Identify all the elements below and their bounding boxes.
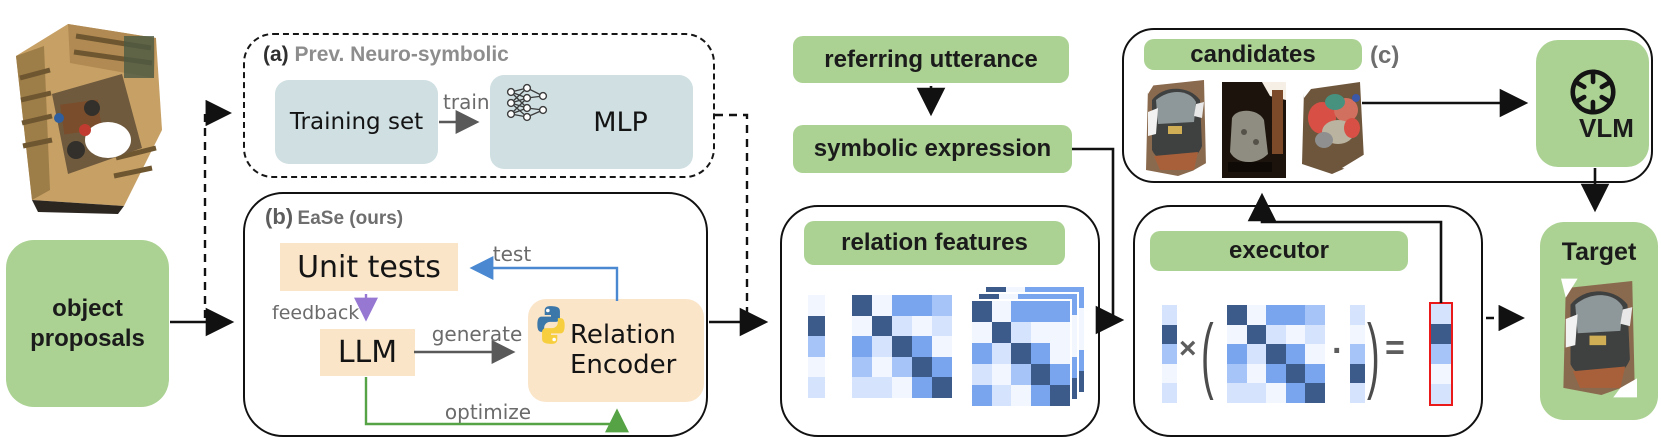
- panel-b-title: EaSe (ours): [297, 208, 404, 229]
- feedback-arrow-label: feedback: [272, 302, 360, 324]
- executor-matrix: [1227, 305, 1325, 403]
- relation-features-vector: [808, 295, 825, 398]
- candidates-title: candidates: [1190, 40, 1316, 68]
- referring-utterance-label: referring utterance: [824, 45, 1038, 73]
- panel-a-prev-neuro-symbolic: (a) Prev. Neuro-symbolic Training set tr…: [243, 33, 715, 178]
- open-paren: (: [1201, 310, 1214, 403]
- referring-utterance-box: referring utterance: [793, 36, 1069, 83]
- unit-tests-box: Unit tests: [280, 243, 458, 291]
- vlm-label: VLM: [1579, 113, 1634, 143]
- arrow-dashed-objects-to-panel-a: [203, 99, 232, 318]
- equals-operator: =: [1385, 329, 1405, 367]
- dot-operator: ·: [1332, 332, 1344, 370]
- panel-a-caption: (a) Prev. Neuro-symbolic: [263, 43, 509, 67]
- candidate-image-chair: [1222, 82, 1286, 178]
- panel-b-ease-ours: (b) EaSe (ours) Unit tests test feedback…: [243, 192, 708, 437]
- training-set-label: Training set: [289, 109, 424, 135]
- symbolic-expression-box: symbolic expression: [793, 125, 1072, 173]
- executor-vector1: [1162, 305, 1177, 403]
- relation-features-header: relation features: [804, 221, 1065, 265]
- executor-panel: executor × ( · ) =: [1133, 205, 1483, 437]
- unit-tests-label: Unit tests: [297, 249, 441, 285]
- train-arrow-label: train: [443, 90, 490, 114]
- panel-c-candidates-vlm: candidates (c): [1122, 28, 1653, 183]
- candidates-header: candidates: [1144, 39, 1362, 70]
- candidate-image-backpack: [1144, 78, 1208, 178]
- times-operator: ×: [1179, 332, 1197, 365]
- panel-c-tag: (c): [1370, 42, 1400, 69]
- symbolic-expression-label: symbolic expression: [813, 135, 1052, 162]
- openai-logo-icon: [1569, 69, 1616, 115]
- llm-label: LLM: [337, 335, 398, 370]
- panel-a-title: Prev. Neuro-symbolic: [294, 43, 509, 66]
- executor-result-vector: [1429, 302, 1453, 406]
- panel-b-tag: (b): [265, 204, 294, 229]
- target-box: Target: [1540, 222, 1658, 420]
- llm-box: LLM: [320, 329, 415, 376]
- training-set-box: Training set: [275, 80, 438, 164]
- executor-header: executor: [1150, 231, 1408, 271]
- relation-features-matrix: [852, 295, 952, 398]
- executor-title: executor: [1228, 237, 1330, 264]
- relation-encoder-label: Relation Encoder: [570, 319, 677, 380]
- target-image: [1561, 278, 1637, 398]
- mlp-box: MLP: [490, 75, 693, 169]
- vlm-box: VLM: [1536, 40, 1649, 167]
- relation-features-stacked-matrices: [970, 285, 1087, 409]
- candidate-image-clothes-pile: [1302, 80, 1365, 174]
- mlp-label: MLP: [593, 106, 648, 138]
- close-paren: ): [1367, 310, 1380, 403]
- test-arrow-label: test: [492, 242, 532, 266]
- generate-arrow-label: generate: [431, 322, 523, 346]
- line-dashed-panel-a-to-features: [715, 113, 749, 319]
- neural-network-icon: [506, 83, 548, 122]
- target-label: Target: [1561, 238, 1637, 266]
- object-proposals-label: object proposals: [30, 294, 145, 352]
- relation-features-panel: relation features: [780, 205, 1100, 437]
- panel-b-caption: (b) EaSe (ours): [265, 204, 403, 230]
- object-proposals-box: object proposals: [6, 240, 169, 407]
- relation-features-title: relation features: [841, 229, 1028, 256]
- python-icon: [537, 306, 565, 344]
- executor-vector2: [1350, 305, 1365, 403]
- panel-a-tag: (a): [263, 43, 289, 66]
- scene-pointcloud-image: [6, 8, 168, 214]
- relation-encoder-box: Relation Encoder: [528, 299, 704, 402]
- optimize-arrow-label: optimize: [444, 400, 532, 424]
- stacked-matrix-front: [970, 299, 1072, 408]
